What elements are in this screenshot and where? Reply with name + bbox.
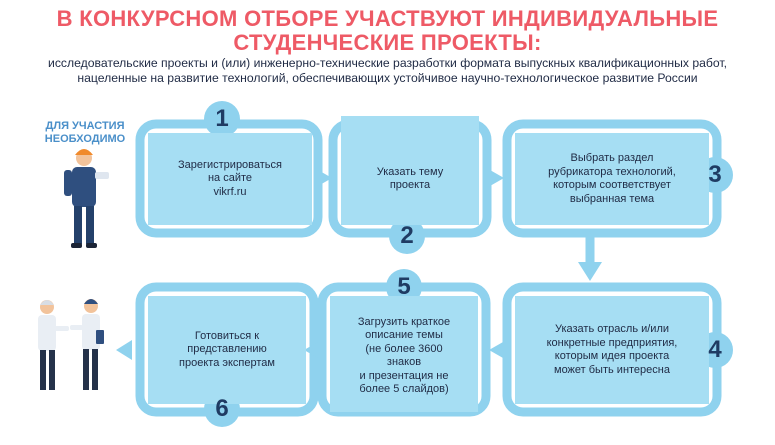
step-5-line-6: более 5 слайдов) bbox=[359, 383, 449, 395]
intro-label: ДЛЯ УЧАСТИЯ НЕОБХОДИМО bbox=[30, 120, 140, 146]
step-5-fill bbox=[330, 296, 478, 412]
step-1-number: 1 bbox=[215, 105, 229, 132]
page-title: В КОНКУРСНОМ ОТБОРЕ УЧАСТВУЮТ ИНДИВИДУАЛ… bbox=[0, 7, 775, 55]
step-6-text: Готовиться к представлению проекта экспе… bbox=[179, 330, 275, 371]
step-2-text: Указать тему проекта bbox=[377, 166, 444, 193]
step-6-line-1: Готовиться к bbox=[194, 329, 260, 342]
step-6-box: Готовиться к представлению проекта экспе… bbox=[148, 296, 306, 404]
step-3-text: Выбрать раздел рубрикатора технологий, к… bbox=[548, 152, 676, 206]
step-2-fill bbox=[341, 116, 479, 225]
step-4-line-4: может быть интересна bbox=[554, 363, 670, 376]
step-3-line-3: которым соответствует bbox=[553, 179, 671, 191]
step-4-fill bbox=[515, 296, 709, 404]
title-line-1: В КОНКУРСНОМ ОТБОРЕ УЧАСТВУЮТ ИНДИВИДУАЛ… bbox=[56, 6, 719, 31]
step-6-number: 6 bbox=[215, 395, 229, 422]
step-2-line-2: проекта bbox=[389, 179, 431, 191]
step-5-line-5: и презентация не bbox=[359, 369, 449, 382]
step-1-text: Зарегистрироваться на сайте vikrf.ru bbox=[178, 159, 282, 200]
step-2-number: 2 bbox=[400, 222, 414, 249]
step-1-fill bbox=[148, 133, 312, 225]
step-3-line-1: Выбрать раздел bbox=[570, 152, 654, 164]
step-5-number: 5 bbox=[397, 273, 411, 300]
step-1-line-2: на сайте bbox=[207, 172, 253, 185]
step-6-line-3: проекта экспертам bbox=[179, 356, 275, 369]
step-1-line-3: vikrf.ru bbox=[213, 185, 247, 198]
step-1-disc bbox=[204, 101, 240, 137]
step-6-line-2: представлению bbox=[187, 343, 267, 356]
step-6-fill bbox=[148, 296, 306, 404]
step-2-disc bbox=[389, 218, 425, 254]
step-1-box: Зарегистрироваться на сайте vikrf.ru bbox=[148, 133, 312, 225]
step-4-line-3: которым идея проекта bbox=[554, 350, 670, 362]
subtitle-line-2: нацеленные на развитие технологий, обесп… bbox=[77, 71, 698, 85]
step-3-number: 3 bbox=[708, 161, 722, 188]
intro-line-2: НЕОБХОДИМО bbox=[44, 133, 126, 145]
arrow-5-6 bbox=[304, 342, 318, 358]
step-5-line-2: описание темы bbox=[365, 329, 443, 341]
step-5-line-4: знаков bbox=[386, 356, 422, 368]
intro-line-1: ДЛЯ УЧАСТИЯ bbox=[45, 120, 125, 132]
step-5-text: Загрузить краткое описание темы (не боле… bbox=[358, 316, 450, 397]
step-2-box: Указать тему проекта bbox=[341, 133, 479, 225]
step-3-line-2: рубрикатора технологий, bbox=[548, 165, 676, 178]
step-3-fill bbox=[515, 133, 709, 225]
step-5-line-3: (не более 3600 bbox=[365, 342, 443, 355]
step-4-text: Указать отрасль и/или конкретные предпри… bbox=[547, 323, 678, 377]
arrow-4-5 bbox=[489, 342, 503, 358]
handshake-figures-icon bbox=[38, 299, 104, 390]
step-3-line-4: выбранная тема bbox=[569, 192, 655, 205]
step-4-line-1: Указать отрасль и/или bbox=[554, 323, 670, 335]
arrow-1-2 bbox=[318, 170, 332, 186]
step-4-number: 4 bbox=[708, 336, 722, 363]
step-2-line-1: Указать тему bbox=[376, 165, 444, 178]
step-5-line-1: Загрузить краткое bbox=[357, 315, 451, 328]
step-4-line-2: конкретные предприятия, bbox=[546, 336, 678, 349]
worker-figure-icon bbox=[64, 149, 109, 248]
step-3-box: Выбрать раздел рубрикатора технологий, к… bbox=[515, 133, 709, 225]
title-line-2: СТУДЕНЧЕСКИЕ ПРОЕКТЫ: bbox=[233, 30, 542, 55]
page-subtitle: исследовательские проекты и (или) инжене… bbox=[0, 56, 775, 86]
arrow-3-4 bbox=[578, 262, 602, 281]
arrow-2-3 bbox=[490, 170, 504, 186]
step-1-line-1: Зарегистрироваться bbox=[177, 158, 282, 171]
subtitle-line-1: исследовательские проекты и (или) инжене… bbox=[48, 56, 727, 70]
arrow-6-end bbox=[116, 340, 132, 360]
step-4-box: Указать отрасль и/или конкретные предпри… bbox=[515, 296, 709, 404]
step-5-box: Загрузить краткое описание темы (не боле… bbox=[330, 304, 478, 408]
